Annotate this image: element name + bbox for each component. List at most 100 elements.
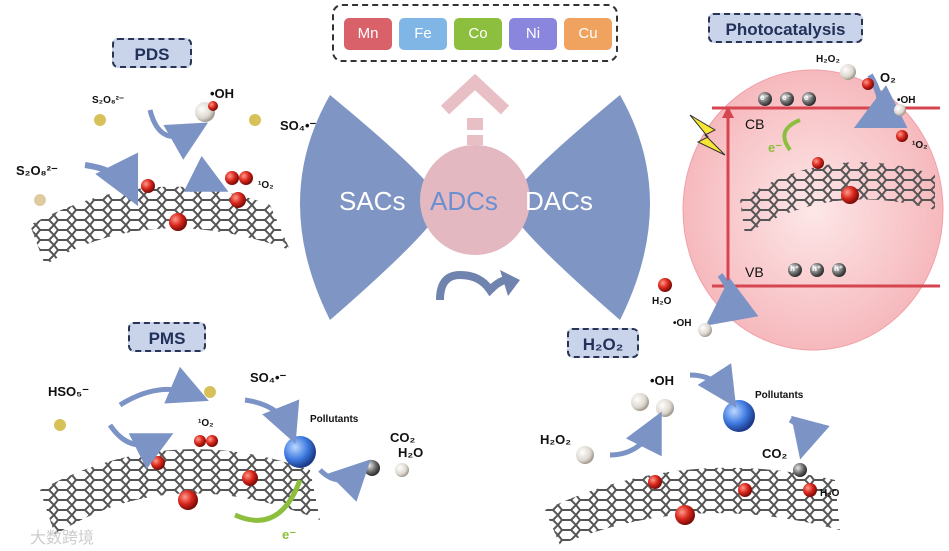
pms-hso5-molecule	[54, 419, 66, 431]
pms-metal-3	[242, 470, 258, 486]
pds-graphene	[30, 186, 290, 265]
lightning-icon	[689, 114, 726, 156]
h2o2-metal-1	[648, 475, 662, 489]
cb-label: CB	[745, 116, 765, 132]
dash-2	[467, 135, 483, 145]
metal-cu: Cu	[564, 18, 612, 50]
vb-hole-1-label: h⁺	[790, 264, 800, 273]
pds-oh-label: •OH	[210, 86, 235, 101]
cycle-arrow	[436, 270, 516, 301]
pds-arrow-1	[147, 109, 209, 160]
excitation-arrow-head	[722, 106, 734, 118]
pds-oh-o	[208, 101, 218, 111]
pds-s2o8-left	[34, 194, 46, 206]
pds-s2o8-left-label: S₂O₈²⁻	[16, 163, 58, 178]
photo-water-label: H₂O	[652, 296, 672, 307]
photo-h2o2-label: H₂O₂	[816, 54, 840, 65]
photo-o2-sphere	[862, 78, 874, 90]
photo-oh-low-sphere	[698, 323, 712, 337]
metal-fe: Fe	[399, 18, 447, 50]
h2o2-reactant-sphere	[576, 446, 594, 464]
adcs-circle	[420, 145, 530, 255]
pms-title: PMS	[128, 322, 206, 352]
pds-s2o8-top	[94, 114, 106, 126]
photo-1o2-sphere	[896, 130, 908, 142]
pms-arrow-1	[107, 423, 174, 470]
pms-pollutants-label: Pollutants	[310, 414, 359, 425]
sacs-wing	[300, 95, 441, 320]
pds-1o2-label: ¹O₂	[258, 180, 274, 191]
h2o2-oh-sphere-1	[631, 393, 649, 411]
cb-electron-3	[802, 92, 816, 106]
adcs-label: ADCs	[430, 186, 498, 216]
pms-h2o-label: H₂O	[398, 445, 424, 460]
h2o2-title: H₂O₂	[567, 328, 639, 358]
cycle-arrow-head	[500, 270, 520, 296]
pms-1o2-label: ¹O₂	[198, 418, 214, 429]
h2o2-co2-sphere	[793, 463, 807, 477]
h2o2-reactant-label: H₂O₂	[540, 432, 572, 447]
pds-o2-a	[225, 171, 239, 185]
pms-co2-molecule	[364, 460, 380, 476]
photo-o2-label: O₂	[880, 70, 896, 85]
photo-e-arrow	[782, 118, 801, 152]
photo-electron-label: e⁻	[768, 140, 783, 155]
dash-1	[467, 118, 483, 130]
h2o2-co2-label: CO₂	[762, 446, 788, 461]
metal-mn: Mn	[344, 18, 392, 50]
h2o2-oh-sphere-2	[656, 399, 674, 417]
pms-so4-label: SO₄•⁻	[250, 370, 287, 385]
pds-so4-label: SO₄•⁻	[280, 118, 317, 133]
pds-metal-3	[230, 192, 246, 208]
pds-so4	[249, 114, 261, 126]
h2o2-pollutant-sphere	[723, 400, 755, 432]
photo-vb-arrow	[705, 273, 759, 326]
vb-hole-3-label: h⁺	[834, 264, 844, 273]
pds-metal-1	[141, 179, 155, 193]
photo-metal-2	[841, 186, 859, 204]
sacs-label: SACs	[339, 186, 406, 216]
cb-electron-2	[780, 92, 794, 106]
h2o2-oh-label: •OH	[650, 373, 675, 388]
watermark: 大数跨境	[30, 530, 95, 547]
pms-metal-2	[178, 490, 198, 510]
cb-electron-1	[758, 92, 772, 106]
pds-arrow-2	[84, 152, 139, 207]
pds-s2o8-top-label: S₂O₈²⁻	[92, 95, 125, 106]
metal-ni: Ni	[509, 18, 557, 50]
metal-co: Co	[454, 18, 502, 50]
pms-hso5-label: HSO₅⁻	[48, 384, 89, 399]
pms-arrow-3	[244, 397, 300, 444]
metal-selection-box: Mn Fe Co Ni Cu	[332, 4, 618, 62]
cb-electron-3-label: e⁻	[804, 93, 813, 102]
h2o2-arrow-1	[609, 411, 662, 458]
pms-co2-label: CO₂	[390, 430, 416, 445]
vb-hole-3	[832, 263, 846, 277]
photo-water-sphere	[658, 278, 672, 292]
h2o2-h2o-sphere	[803, 483, 817, 497]
h2o2-arrow-3	[788, 415, 830, 460]
pms-h2o-molecule	[395, 463, 409, 477]
pms-arrow-2	[118, 366, 209, 408]
photo-graphene	[740, 162, 935, 235]
photo-oh-label: •OH	[897, 95, 916, 106]
h2o2-graphene	[545, 467, 840, 545]
pds-metal-2	[169, 213, 187, 231]
vb-hole-1	[788, 263, 802, 277]
photo-h2o2-sphere	[840, 64, 856, 80]
h2o2-metal-2	[675, 505, 695, 525]
up-chevron	[440, 73, 510, 115]
photocatalysis-title: Photocatalysis	[708, 13, 863, 43]
vb-label: VB	[745, 264, 764, 280]
photo-1o2-label: ¹O₂	[912, 140, 928, 151]
h2o2-h2o-label: H₂O	[820, 488, 840, 499]
pms-arrow-4	[318, 459, 371, 502]
pms-metal-1	[151, 456, 165, 470]
pds-title: PDS	[112, 38, 192, 68]
pds-arrow-3	[183, 155, 229, 193]
photo-metal-1	[812, 157, 824, 169]
pms-graphene	[40, 449, 320, 535]
pms-so4-molecule	[204, 386, 216, 398]
